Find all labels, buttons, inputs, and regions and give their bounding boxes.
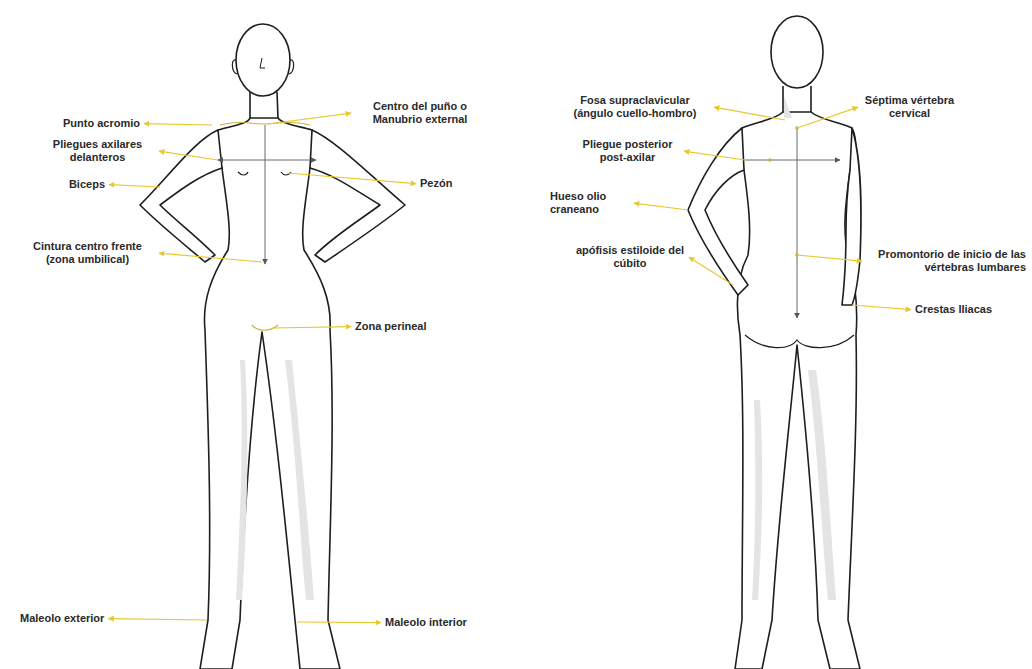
anatomy-label: Pezón (420, 177, 452, 190)
anatomy-label: Maleolo exterior (20, 612, 104, 625)
front-figure (140, 24, 405, 669)
anatomy-label: Cintura centro frente (zona umbilical) (20, 240, 155, 266)
anatomy-label: Promontorio de inicio de las vértebras l… (866, 248, 1026, 274)
anatomy-label: apófisis estiloide del cúbito (575, 244, 685, 270)
leader-line (797, 107, 858, 128)
anatomy-label: Centro del puño o Manubrio external (355, 100, 485, 126)
anatomy-label: Fosa supraclavicular (ángulo cuello-homb… (560, 94, 710, 120)
anatomy-label: Pliegues axilares delanteros (40, 138, 155, 164)
leader-line (144, 124, 212, 125)
leader-line (287, 173, 416, 184)
leader-line (797, 255, 862, 261)
leader-line (268, 113, 351, 124)
anatomy-label: Biceps (69, 178, 105, 191)
leader-line (159, 151, 218, 160)
anatomy-label: Zona perineal (355, 320, 427, 333)
anatomy-label: Pliegue posterior post-axilar (575, 138, 680, 164)
measure-lines (218, 122, 840, 318)
leader-lines (108, 107, 911, 622)
anatomy-label: Maleolo interior (385, 616, 467, 629)
leader-line (159, 253, 262, 262)
anatomy-label: Punto acromio (63, 117, 140, 130)
back-figure (688, 16, 861, 669)
anatomy-label: Hueso olio craneano (550, 190, 630, 216)
leader-line (297, 621, 381, 623)
leader-line (109, 185, 160, 187)
leader-line (108, 619, 207, 620)
leader-line (714, 107, 785, 120)
leader-line (272, 327, 351, 328)
leader-line (684, 151, 745, 160)
leader-line (852, 305, 911, 310)
leader-line (689, 257, 733, 285)
anatomy-label: Crestas Iliacas (915, 303, 992, 316)
anatomy-label: Séptima vértebra cervical (862, 94, 957, 120)
leader-line (634, 203, 688, 210)
